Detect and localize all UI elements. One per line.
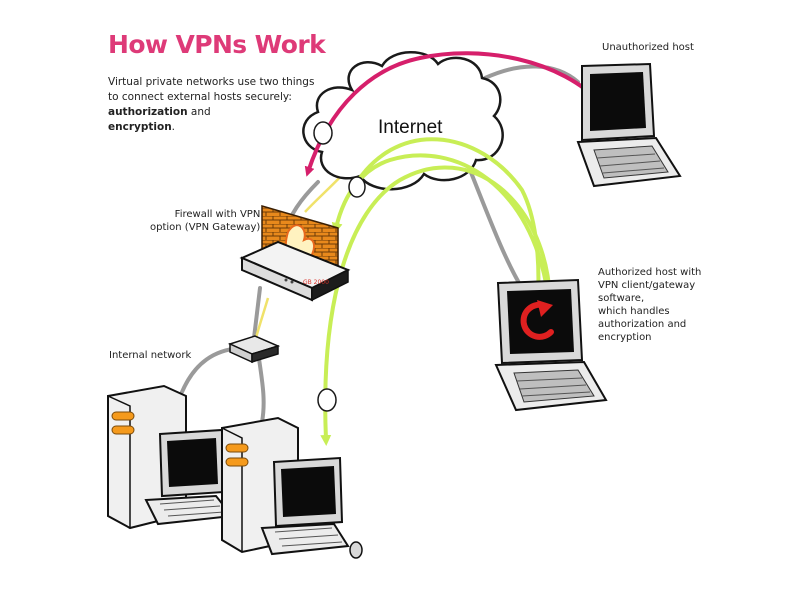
authorized-label-line-1: Authorized host with <box>598 267 702 278</box>
intro-period: . <box>171 121 176 133</box>
network-hub <box>227 335 281 364</box>
packet-circle <box>348 176 366 198</box>
firewall-label-line-1: Firewall with VPN <box>174 209 261 220</box>
authorized-label-line-2: VPN client/gateway <box>598 280 696 291</box>
packet-circle <box>317 388 337 412</box>
firewall-brand-label: GB 2000 <box>303 279 329 286</box>
authorized-label-line-6: encryption <box>598 332 652 343</box>
intro-and: and <box>187 106 211 118</box>
keyword-authorization: authorization <box>108 106 188 118</box>
authorized-label-line-4: which handles <box>598 306 670 317</box>
authorized-host-label: Authorized host with VPN client/gateway … <box>598 266 701 344</box>
unauthorized-host-label: Unauthorized host <box>602 42 694 53</box>
intro-line-1: Virtual private networks use two things <box>108 76 315 88</box>
authorized-label-line-3: software, <box>598 293 645 304</box>
intro-line-4: encryption. <box>108 120 328 135</box>
firewall-vpn-gateway <box>239 205 351 302</box>
internal-computer-2 <box>221 416 363 559</box>
authorized-host-laptop <box>494 278 608 412</box>
intro-line-3: authorization and <box>108 105 328 120</box>
firewall-label: Firewall with VPN option (VPN Gateway) <box>150 208 260 234</box>
firewall-label-line-2: option (VPN Gateway) <box>150 222 261 233</box>
packet-circle <box>313 121 333 145</box>
internet-label: Internet <box>378 117 443 138</box>
mouse <box>349 541 363 559</box>
vpn-client-icon <box>520 301 554 340</box>
internal-computer-1 <box>107 384 234 530</box>
internet-cloud <box>302 51 504 191</box>
authorized-label-line-5: authorization and <box>598 319 687 330</box>
intro-line-2: to connect external hosts securely: <box>108 91 292 103</box>
page-title: How VPNs Work <box>108 30 326 59</box>
internal-network-label: Internal network <box>109 350 192 361</box>
unauthorized-host-laptop <box>576 62 682 188</box>
data-packets <box>313 121 366 412</box>
intro-text: Virtual private networks use two things … <box>108 75 328 135</box>
unauthorized-connection-arrow <box>304 51 606 177</box>
keyword-encryption: encryption <box>108 121 172 133</box>
